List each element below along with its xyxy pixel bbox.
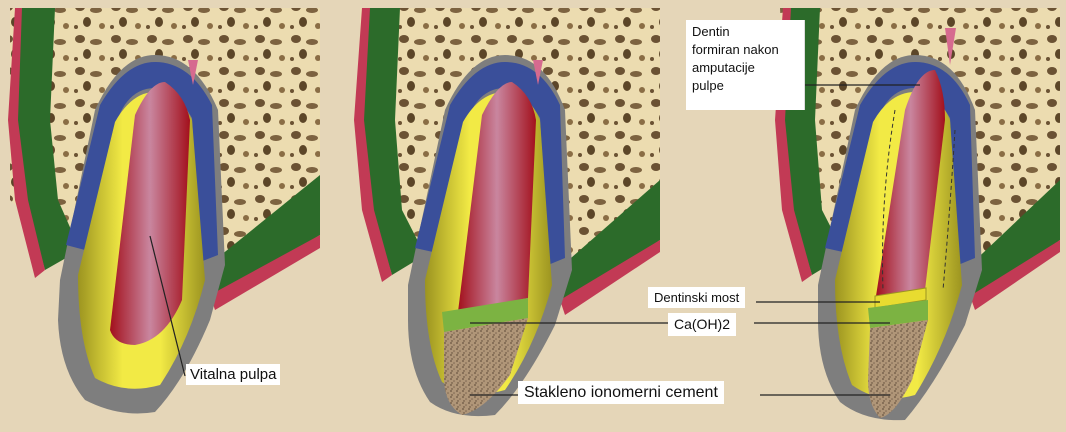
label-dentin-formiran: Dentin formiran nakon amputacije pulpe [686,20,805,110]
label-stakleno-ionomerni-cement: Stakleno ionomerni cement [518,381,724,404]
label-dentinski-most: Dentinski most [648,287,745,308]
label-caoh2: Ca(OH)2 [668,313,736,336]
label-vitalna-pulpa: Vitalna pulpa [186,364,280,385]
